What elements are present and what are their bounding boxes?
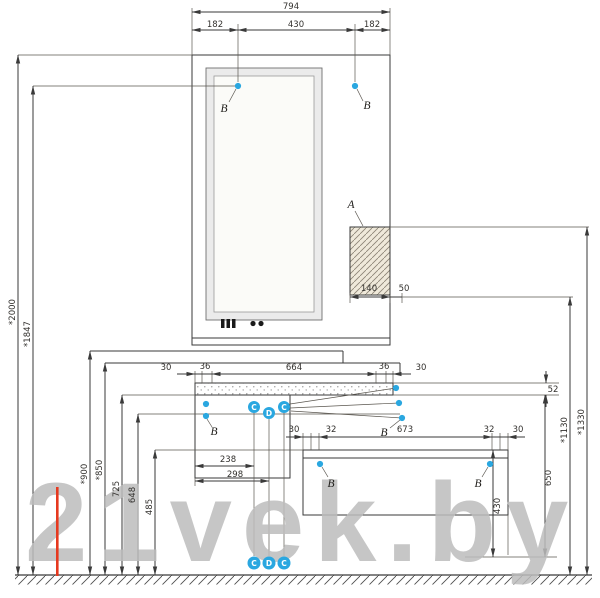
callout-b-mirror-left: B — [220, 103, 227, 115]
dim-height-1330: *1330 — [577, 409, 587, 435]
countertop — [194, 382, 394, 396]
callout-b-base-left: B — [327, 478, 334, 490]
dim-recess-offset: 50 — [399, 284, 410, 294]
dimension-lines — [15, 9, 590, 576]
badge-d-letter: D — [266, 409, 272, 418]
dim-inner-238: 238 — [220, 455, 236, 465]
dim-base-height: 650 — [544, 470, 554, 486]
dim-height-485: 485 — [145, 499, 155, 515]
dim-height-725: 725 — [112, 481, 122, 497]
mount-point-dot — [395, 399, 403, 407]
dim-top-seg-0: 182 — [207, 20, 223, 30]
dim-counter-1: 36 — [200, 362, 211, 372]
badge-c-letter: C — [251, 559, 257, 568]
badge-c-letter: C — [251, 403, 257, 412]
mount-point-dot — [202, 412, 210, 420]
dim-base-1: 32 — [326, 425, 337, 435]
dim-base-4: 30 — [513, 425, 524, 435]
base-cabinet — [302, 449, 509, 516]
callout-badges-bottom: C D C — [247, 556, 291, 570]
badge-c-bottom-1: C — [247, 556, 261, 570]
mount-point-dot — [234, 82, 242, 90]
mount-point-dot — [202, 400, 210, 408]
dimension-labels: 794 182 430 182 140 50 30 36 664 36 30 3… — [8, 2, 587, 515]
badge-c-mid-2: C — [278, 401, 290, 413]
callout-b-wall-cabinet: B — [210, 426, 217, 438]
dim-base-3: 32 — [484, 425, 495, 435]
watermark: 21vek.by — [25, 460, 578, 585]
badge-d-mid: D — [263, 407, 275, 419]
ground — [15, 574, 592, 585]
badge-c-bottom-2: C — [277, 556, 291, 570]
ledge-profile — [90, 350, 401, 374]
callout-labels: A B B B B B B — [210, 100, 481, 490]
dim-base-bottom: 430 — [493, 498, 503, 514]
callout-b-counter-edge: B — [380, 427, 387, 439]
dim-top-total: 794 — [283, 2, 299, 12]
dim-height-1847: *1847 — [23, 321, 33, 347]
mount-dots — [202, 82, 494, 468]
wall-recess-hatch — [349, 226, 391, 296]
callout-badges-mid: C D C — [248, 401, 290, 419]
red-mark-line — [56, 487, 59, 576]
dim-top-seg-1: 430 — [288, 20, 304, 30]
mirror-cabinet — [191, 54, 391, 346]
mount-point-dot — [316, 460, 324, 468]
callout-b-base-right: B — [474, 478, 481, 490]
badge-c-letter: C — [281, 403, 287, 412]
callout-a-label: A — [346, 199, 355, 211]
dim-counter-3: 36 — [379, 362, 390, 372]
mount-point-dot — [351, 82, 359, 90]
dim-base-2: 673 — [397, 425, 413, 435]
dim-counter-4: 30 — [416, 363, 427, 373]
dim-counter-0: 30 — [161, 363, 172, 373]
dim-height-648: 648 — [128, 487, 138, 503]
dim-height-900: *900 — [80, 464, 90, 484]
dim-recess-width: 140 — [361, 284, 377, 294]
dim-height-850: *850 — [95, 460, 105, 480]
dim-height-2000: *2000 — [8, 299, 18, 325]
dim-height-1130: *1130 — [560, 417, 570, 443]
mirror-glass — [213, 75, 315, 313]
dim-counter-thickness: 52 — [548, 385, 559, 395]
mount-point-dot — [486, 460, 494, 468]
ground-hatch — [15, 575, 592, 585]
switch-icon — [221, 319, 236, 328]
mount-point-dot — [398, 414, 406, 422]
badge-c-mid-1: C — [248, 401, 260, 413]
badge-d-bottom: D — [262, 556, 276, 570]
dim-counter-2: 664 — [286, 363, 302, 373]
badge-c-letter: C — [281, 559, 287, 568]
dim-inner-298: 298 — [227, 470, 243, 480]
socket-icon — [250, 320, 264, 327]
callout-b-mirror-right: B — [363, 100, 370, 112]
mount-point-dot — [392, 384, 400, 392]
dim-top-seg-2: 182 — [364, 20, 380, 30]
dim-base-0: 30 — [289, 425, 300, 435]
badge-d-letter: D — [266, 559, 272, 568]
